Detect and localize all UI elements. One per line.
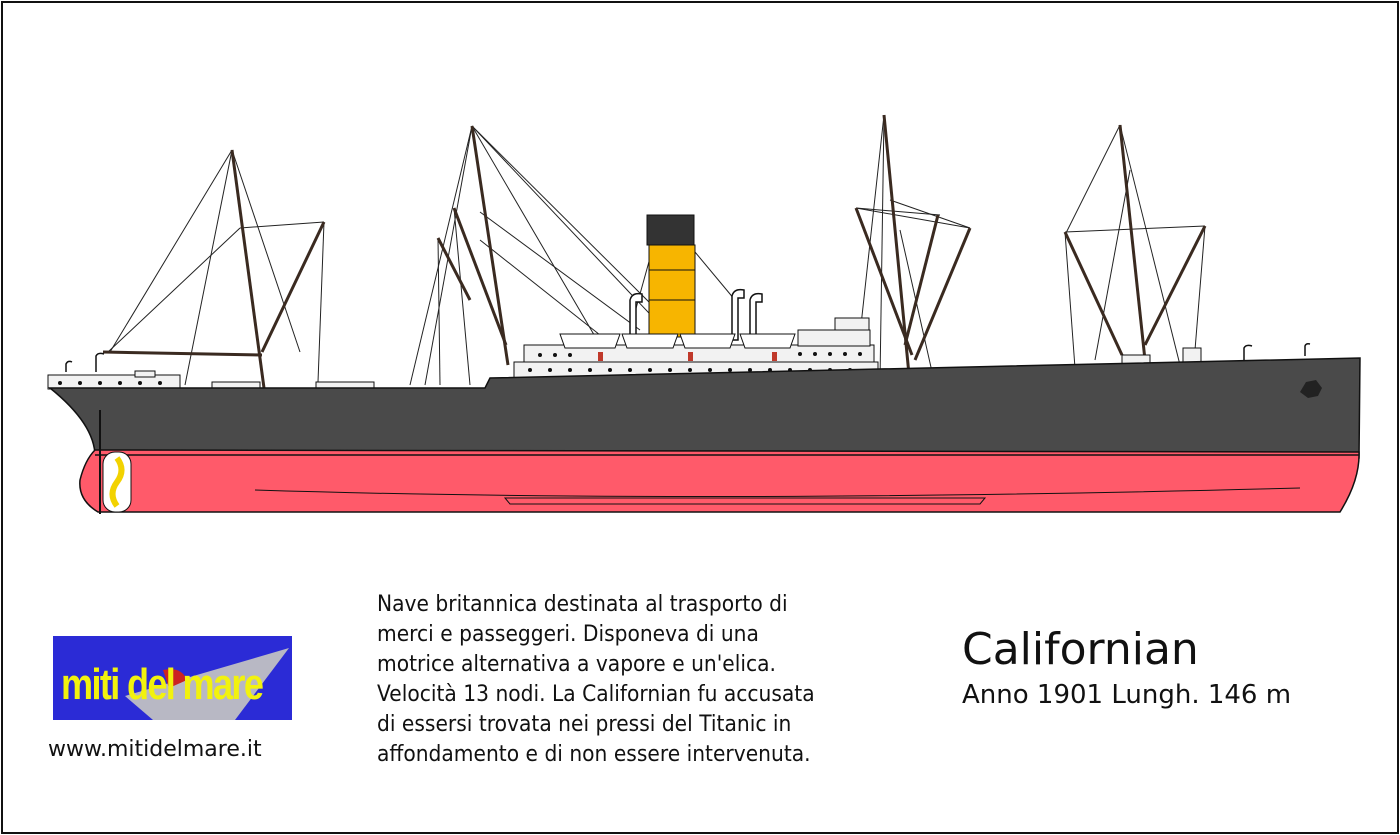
ship-illustration: [47, 114, 1361, 514]
masts: [102, 114, 1207, 389]
logo-sail-icon: [125, 648, 289, 720]
description-line: affondamento e di non essere intervenuta…: [377, 742, 811, 767]
description-line: Velocità 13 nodi. La Californian fu accu…: [377, 682, 815, 707]
ship-specs: Anno 1901 Lungh. 146 m: [962, 680, 1292, 710]
website-url: www.mitidelmare.it: [48, 737, 262, 762]
description-line: merci e passeggeri. Disponeva di una: [377, 622, 759, 647]
description-line: motrice alternativa a vapore e un'elica.: [377, 652, 776, 677]
funnel-top: [646, 214, 695, 246]
hull-bottom: [79, 449, 1360, 513]
funnel: [648, 244, 696, 338]
logo: miti del mare: [53, 636, 292, 720]
vents: [629, 288, 763, 341]
ship-name: Californian: [962, 624, 1199, 675]
ship-description: Nave britannica destinata al trasporto d…: [377, 590, 937, 770]
anchor-icon: [1300, 380, 1322, 398]
wheelhouse: [797, 329, 871, 347]
description-line: di essersi trovata nei pressi del Titani…: [377, 712, 792, 737]
propeller-icon: [109, 456, 125, 508]
logo-text: miti del mare: [61, 660, 264, 709]
lifeboats: [559, 333, 796, 349]
description-line: Nave britannica destinata al trasporto d…: [377, 592, 788, 617]
hull-upper: [47, 357, 1361, 459]
portholes-upper: [528, 352, 862, 372]
